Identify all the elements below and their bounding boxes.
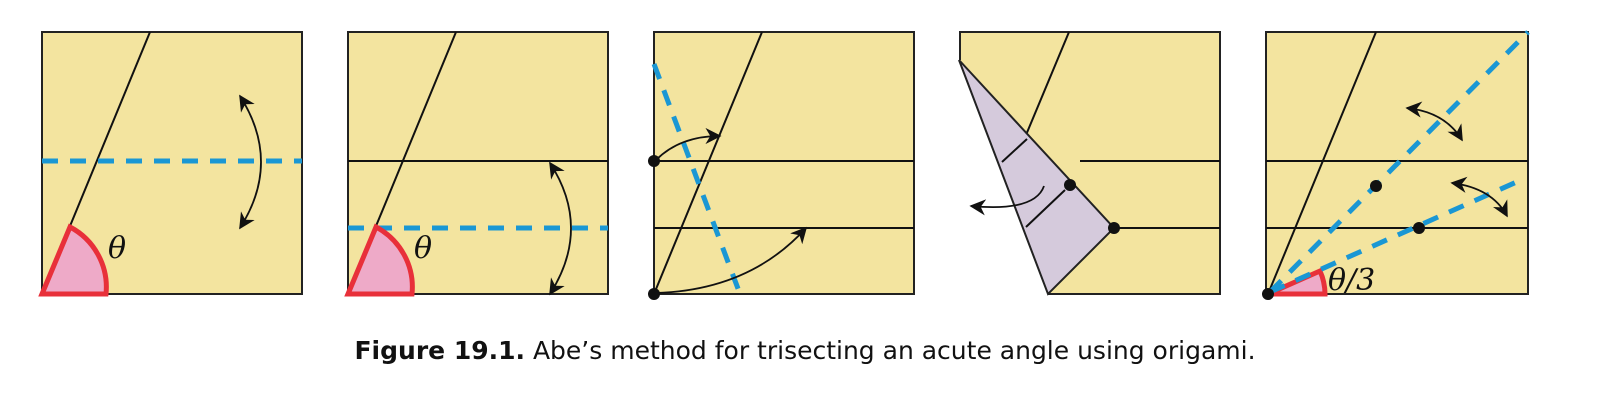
point-marker	[1064, 179, 1076, 191]
panel-4	[958, 31, 1221, 296]
panel-2: θ	[344, 31, 609, 297]
flap-crease	[1001, 138, 1028, 163]
panel-1: θ	[38, 31, 303, 297]
angle-line	[1025, 31, 1070, 136]
move-arrow-icon	[655, 226, 808, 294]
figure-number: Figure 19.1.	[354, 336, 525, 365]
paper-outline	[959, 31, 1221, 295]
flap-crease	[1025, 189, 1066, 228]
fold-line	[651, 63, 743, 295]
point-marker	[1262, 288, 1274, 300]
angle-label: θ/3	[1328, 263, 1375, 298]
unfold-arrow-icon	[969, 185, 1045, 216]
point-marker	[1370, 180, 1382, 192]
fold-arrow-icon	[549, 161, 572, 296]
panel-5: θ/3	[1262, 30, 1530, 300]
angle-label: θ	[108, 231, 126, 266]
point-marker	[648, 288, 660, 300]
angle-label: θ	[414, 231, 432, 266]
angle-theta-wedge	[38, 223, 109, 297]
fold-arrow-icon	[1450, 176, 1508, 218]
angle-theta-wedge	[344, 223, 415, 297]
paper-square	[653, 31, 915, 295]
figure-caption: Figure 19.1. Abe’s method for trisecting…	[0, 336, 1610, 365]
move-arrow-icon	[655, 127, 722, 161]
point-marker	[1108, 222, 1120, 234]
trisection-line	[1268, 30, 1530, 294]
panel-3	[648, 31, 915, 300]
point-marker	[1413, 222, 1425, 234]
uncovered-area	[959, 32, 1048, 294]
angle-line	[653, 31, 763, 295]
fold-arrow-icon	[239, 94, 262, 230]
fold-arrow-icon	[1405, 101, 1463, 142]
folded-flap	[958, 59, 1116, 296]
caption-text: Abe’s method for trisecting an acute ang…	[532, 336, 1256, 365]
point-marker	[648, 155, 660, 167]
angle-line	[1267, 31, 1377, 295]
